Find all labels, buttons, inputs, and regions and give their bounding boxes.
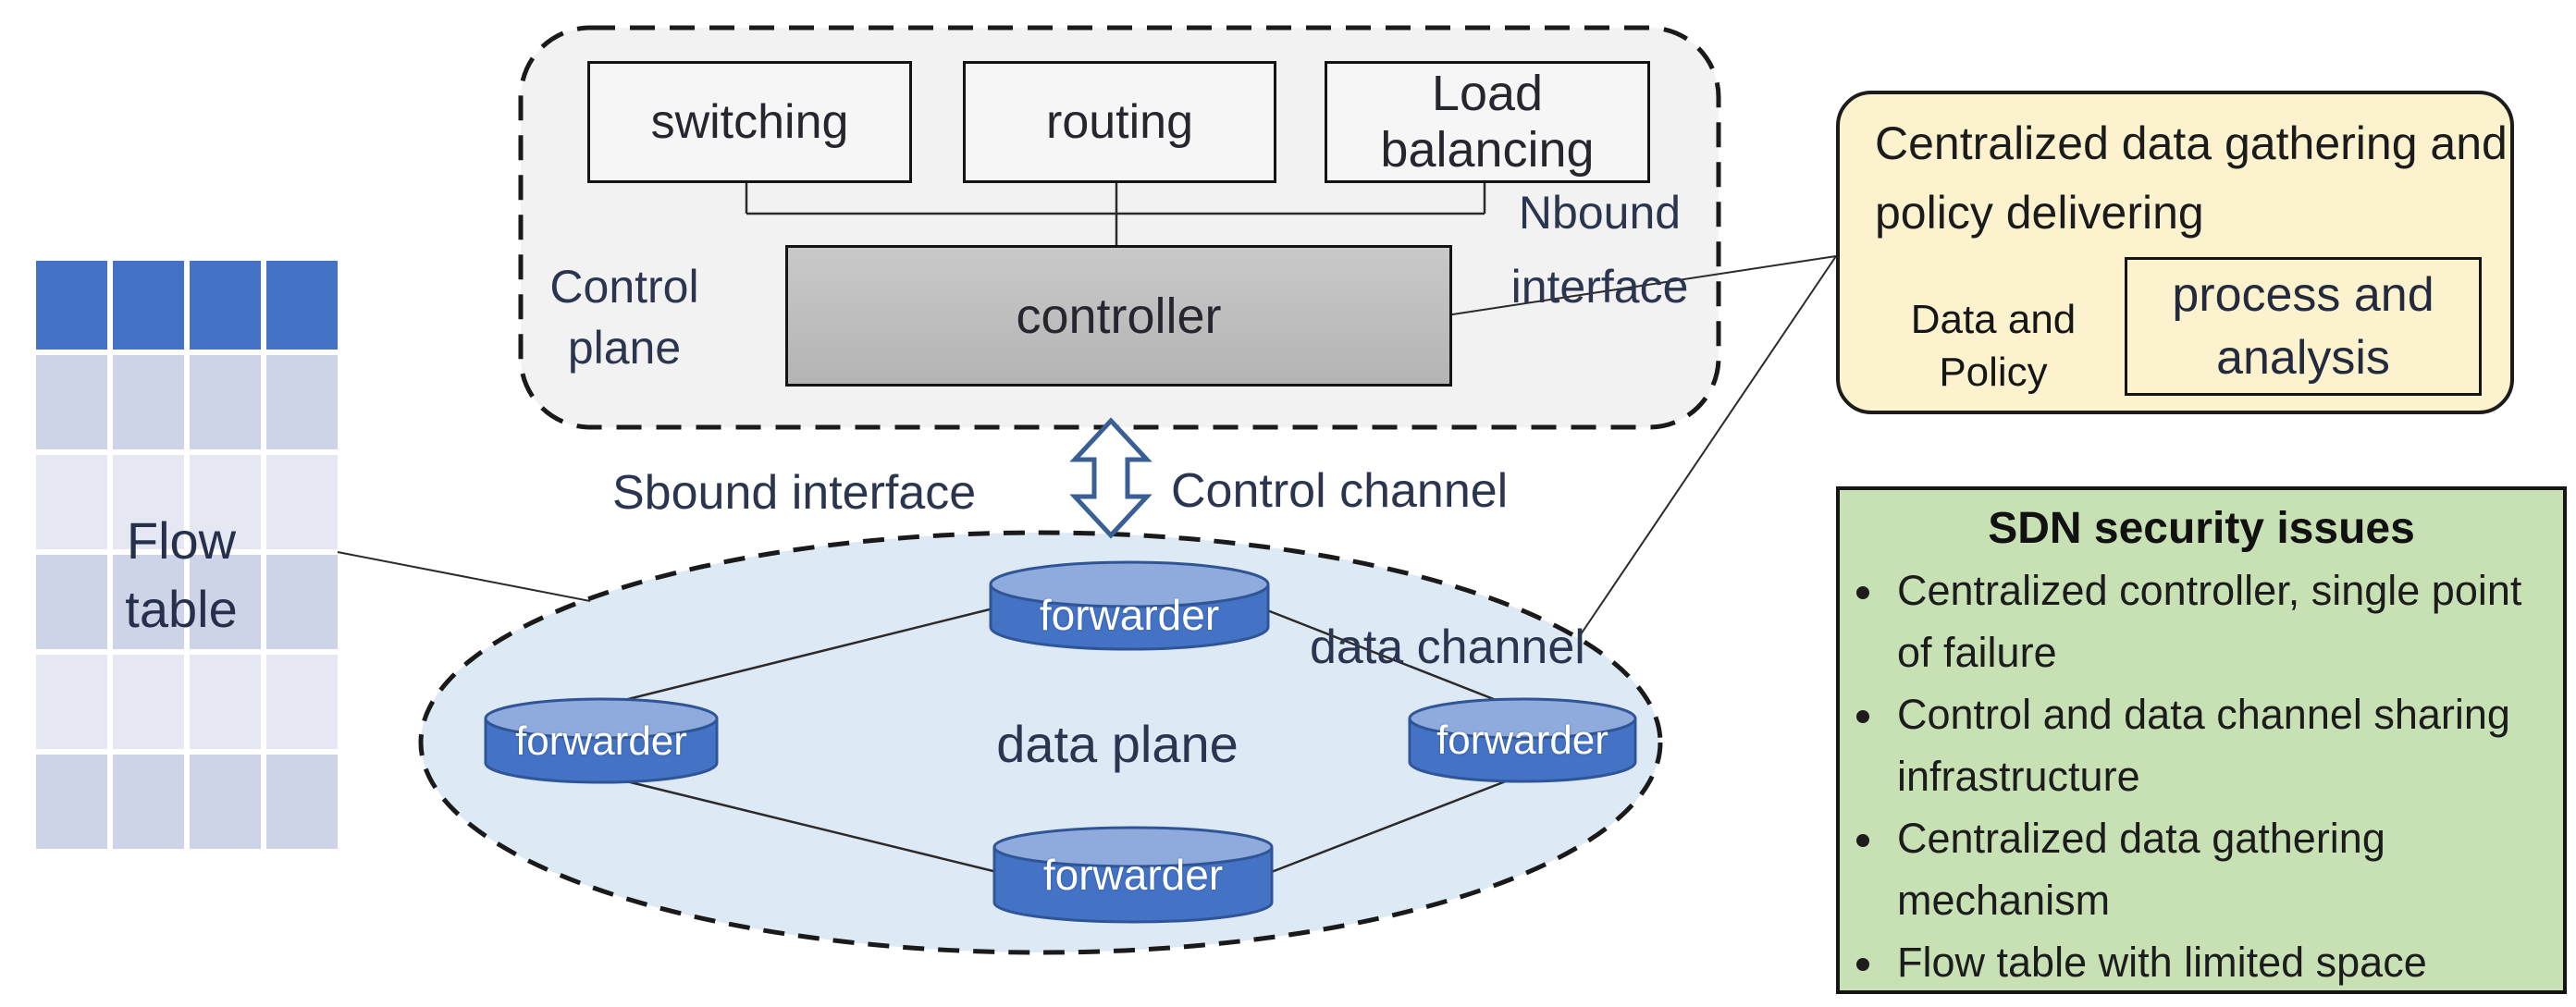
security-issues-title: SDN security issues — [1988, 504, 2415, 553]
forwarder-text: forwarder — [515, 718, 687, 764]
double-arrow-icon — [1069, 417, 1152, 539]
table-cell — [113, 655, 184, 749]
controller-to-gathering-line — [1446, 255, 1837, 316]
table-cell — [266, 455, 338, 549]
module-box-load-balancing: Load balancing — [1325, 61, 1650, 183]
gathering-to-dataplane-line — [1578, 255, 1837, 638]
module-label: Load balancing — [1380, 66, 1595, 178]
table-cell — [113, 555, 184, 649]
list-item: Flow table with limited space — [1888, 931, 2545, 993]
controller-label: controller — [1016, 288, 1222, 344]
table-cell — [266, 261, 338, 350]
table-cell — [190, 555, 261, 649]
gathering-title: Centralized data gathering and policy de… — [1875, 117, 2508, 239]
process-analysis-text: process and analysis — [2172, 268, 2434, 385]
table-cell — [36, 355, 107, 449]
forwarder-cylinder-bottom — [992, 826, 1274, 924]
forwarder-label-right: forwarder — [1407, 715, 1638, 767]
forwarder-label-bottom: forwarder — [994, 848, 1272, 902]
table-cell — [113, 261, 184, 350]
data-plane-region — [418, 530, 1663, 955]
table-cell — [113, 355, 184, 449]
list-item: Centralized controller, single point of … — [1888, 559, 2545, 683]
forwarder-edge — [1268, 776, 1516, 875]
controller-box: controller — [785, 245, 1452, 387]
data-plane-text: data plane — [996, 715, 1239, 773]
sbound-interface-label: Sbound interface — [612, 465, 976, 521]
flow-table-label: Flow table — [89, 507, 274, 644]
data-channel-label: data channel — [1310, 620, 1585, 675]
forwarder-label-top: forwarder — [991, 588, 1268, 642]
table-cell — [113, 455, 184, 549]
sbound-interface-text: Sbound interface — [612, 466, 977, 520]
data-channel-text: data channel — [1310, 620, 1585, 674]
forwarder-edge — [605, 606, 998, 706]
nbound-interface-text: Nbound interface — [1510, 187, 1689, 313]
forwarder-text: forwarder — [1042, 851, 1224, 899]
forwarder-cylinder-left — [484, 697, 719, 784]
flow-table-text: Flow table — [125, 511, 238, 638]
forwarder-edge — [607, 775, 1002, 875]
forwarder-text: forwarder — [1436, 718, 1608, 763]
forwarder-cylinder-right — [1408, 697, 1637, 783]
table-cell — [36, 755, 107, 849]
forwarder-edge — [1262, 607, 1509, 706]
table-cell — [36, 655, 107, 749]
forwarder-text: forwarder — [1039, 591, 1220, 639]
control-channel-label: Control channel — [1171, 463, 1508, 519]
module-label: switching — [650, 95, 849, 149]
module-box-switching: switching — [587, 61, 912, 183]
data-policy-text: Data and Policy — [1910, 297, 2077, 395]
flow-table — [36, 261, 338, 849]
module-label: routing — [1046, 95, 1193, 149]
data-plane-label: data plane — [960, 714, 1275, 774]
control-plane-label-text: Control plane — [549, 261, 699, 374]
table-cell — [266, 755, 338, 849]
table-cell — [36, 261, 107, 350]
control-channel-text: Control channel — [1171, 464, 1509, 518]
forwarder-cylinder-top — [989, 560, 1270, 651]
nbound-interface-label: Nbound interface — [1482, 185, 1718, 314]
data-policy-label: Data and Policy — [1892, 292, 2095, 399]
table-cell — [266, 555, 338, 649]
table-cell — [190, 755, 261, 849]
list-item: Centralized data gathering mechanism — [1888, 807, 2545, 931]
security-issues-list: Centralized controller, single point of … — [1840, 559, 2563, 993]
process-analysis-box: process and analysis — [2125, 257, 2482, 396]
control-plane-label: Control plane — [518, 257, 731, 377]
table-cell — [266, 355, 338, 449]
security-issues-box: SDN security issues Centralized controll… — [1836, 486, 2567, 994]
module-box-routing: routing — [963, 61, 1276, 183]
table-cell — [266, 655, 338, 749]
table-cell — [190, 455, 261, 549]
table-cell — [36, 455, 107, 549]
table-cell — [190, 655, 261, 749]
table-cell — [36, 555, 107, 649]
table-cell — [113, 755, 184, 849]
list-item: Control and data channel sharing infrast… — [1888, 683, 2545, 807]
forwarder-label-left: forwarder — [486, 716, 717, 768]
flowtable-to-dataplane-line — [337, 551, 591, 602]
table-cell — [190, 261, 261, 350]
table-cell — [190, 355, 261, 449]
